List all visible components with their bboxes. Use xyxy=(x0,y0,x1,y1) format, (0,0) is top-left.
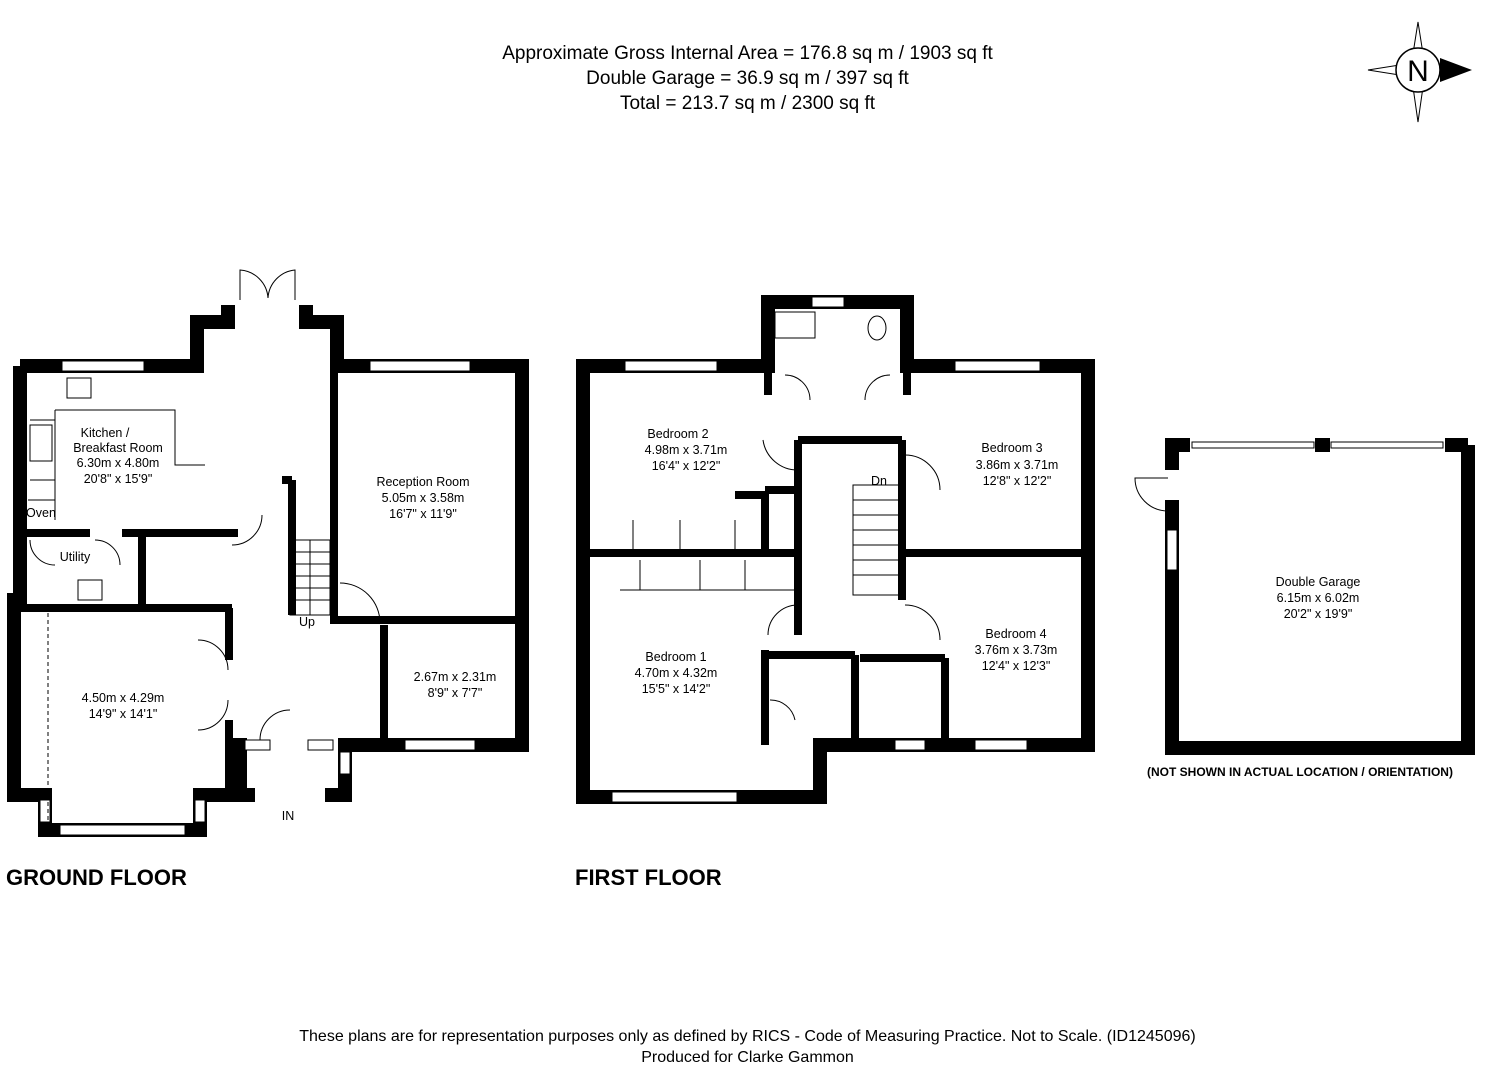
garage-location-note: (NOT SHOWN IN ACTUAL LOCATION / ORIENTAT… xyxy=(1147,765,1453,779)
room-dimensions-imperial: 14'9" x 14'1" xyxy=(89,707,158,721)
room-name: Bedroom 4 xyxy=(985,627,1046,641)
compass-north-icon: N xyxy=(1367,21,1472,123)
room-dimensions-imperial: 15'5" x 14'2" xyxy=(642,682,711,696)
utility-label: Utility xyxy=(60,550,91,564)
produced-for-text: Produced for Clarke Gammon xyxy=(641,1049,854,1066)
room-name: Bedroom 2 xyxy=(647,427,708,441)
room-dimensions-imperial: 8'9" x 7'7" xyxy=(428,686,483,700)
disclaimer: These plans are for representation purpo… xyxy=(0,1026,1495,1068)
room-dimensions-metric: 4.98m x 3.71m xyxy=(645,443,728,457)
room-dimensions-metric: 4.50m x 4.29m xyxy=(82,691,165,705)
room-dimensions-metric: 4.70m x 4.32m xyxy=(635,666,718,680)
staircase xyxy=(289,539,331,616)
room-dimensions-imperial: 12'8" x 12'2" xyxy=(983,474,1052,488)
garage-dimensions-metric: 6.15m x 6.02m xyxy=(1277,591,1360,605)
room-dimensions-imperial: 20'8" x 15'9" xyxy=(84,472,153,486)
room-name: Reception Room xyxy=(376,475,469,489)
room-dimensions-metric: 2.67m x 2.31m xyxy=(414,670,497,684)
room-name: Kitchen / xyxy=(81,426,130,440)
room-name: Breakfast Room xyxy=(73,441,163,455)
room-dimensions-imperial: 16'7" x 11'9" xyxy=(389,507,457,521)
compass-label: N xyxy=(1407,55,1429,88)
garage-dimensions-imperial: 20'2" x 19'9" xyxy=(1284,607,1353,621)
room-dimensions-metric: 3.76m x 3.73m xyxy=(975,643,1058,657)
ground-floor-plan: Kitchen / Breakfast Room 6.30m x 4.80m 2… xyxy=(6,269,529,890)
first-floor-plan: Bedroom 2 4.98m x 3.71m 16'4" x 12'2" Be… xyxy=(575,295,1095,890)
area-summary-total: Total = 213.7 sq m / 2300 sq ft xyxy=(619,93,876,114)
room-name: Bedroom 3 xyxy=(981,441,1042,455)
area-summary-garage: Double Garage = 36.9 sq m / 397 sq ft xyxy=(586,68,909,89)
room-dimensions-imperial: 16'4" x 12'2" xyxy=(652,459,721,473)
garage-plan: Double Garage 6.15m x 6.02m 20'2" x 19'9… xyxy=(1134,438,1475,779)
disclaimer-text: These plans are for representation purpo… xyxy=(299,1028,1196,1045)
entrance-label: IN xyxy=(282,809,295,823)
garage-name: Double Garage xyxy=(1276,575,1361,589)
stairs-up-label: Up xyxy=(299,615,315,629)
ground-floor-title: GROUND FLOOR xyxy=(6,865,187,890)
first-floor-title: FIRST FLOOR xyxy=(575,865,722,890)
stairs-down-label: Dn xyxy=(871,474,887,488)
area-summary-gross: Approximate Gross Internal Area = 176.8 … xyxy=(502,43,993,64)
room-name: Bedroom 1 xyxy=(645,650,706,664)
room-dimensions-imperial: 12'4" x 12'3" xyxy=(982,659,1051,673)
oven-label: Oven xyxy=(26,506,56,520)
staircase xyxy=(852,484,901,596)
room-dimensions-metric: 3.86m x 3.71m xyxy=(976,458,1059,472)
room-dimensions-metric: 6.30m x 4.80m xyxy=(77,456,160,470)
room-dimensions-metric: 5.05m x 3.58m xyxy=(382,491,465,505)
